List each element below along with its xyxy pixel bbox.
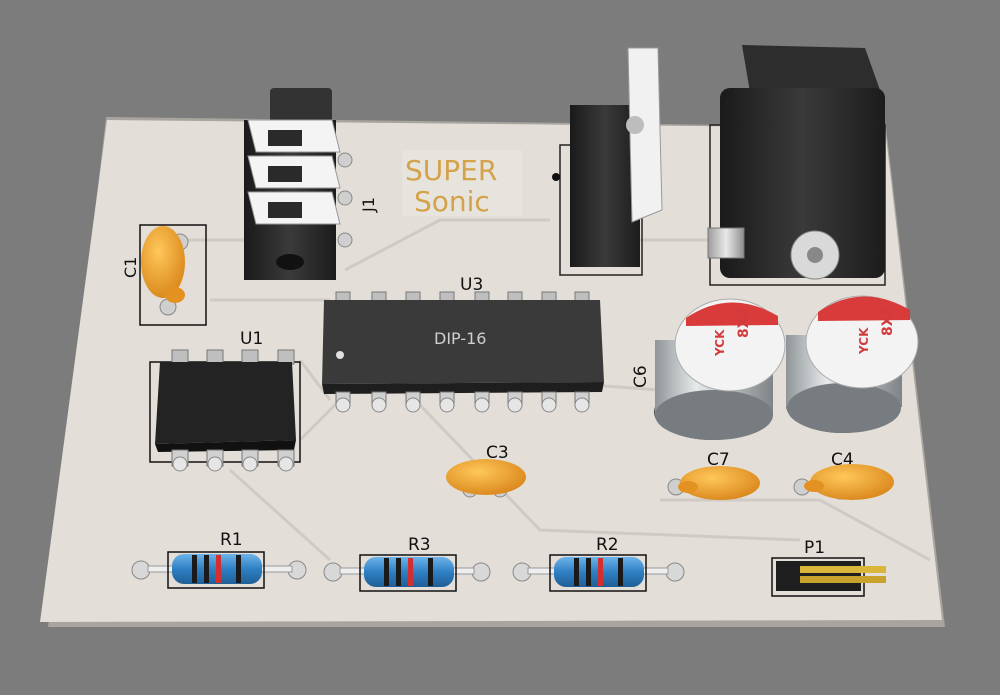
c4e-marking-line1: 8X8 [880,306,896,336]
j1-audio-jack: J1 [244,88,378,280]
silkscreen-super: SUPER [405,154,497,187]
r2-resistor: R2 [512,535,685,592]
j1-label: J1 [359,197,378,213]
r3-label: R3 [408,535,431,555]
u3-label: U3 [460,275,483,295]
c4-electrolytic-capacitor: 8X8 YCK [786,295,919,433]
c6-marking-line1: 8X8 [736,308,752,338]
r1-resistor: R1 [131,530,307,589]
r2-label: R2 [596,535,619,555]
c6-electrolytic-capacitor: C6 8X8 YCK [631,298,786,440]
c3-label: C3 [486,443,509,463]
silkscreen-sonic: Sonic [414,185,490,218]
c6-label: C6 [631,365,651,388]
u3-package-label: DIP-16 [434,329,486,348]
dc-barrel-jack [707,45,886,286]
r1-label: R1 [220,530,243,550]
c4-ceramic-capacitor: C4 [793,450,894,500]
voltage-regulator [552,47,663,276]
u1-dip8-chip: U1 [149,329,301,472]
copper-traces [180,218,931,562]
c3-ceramic-capacitor: C3 [446,443,526,498]
c6-marking-line2: YCK [713,329,727,357]
r3-resistor: R3 [323,535,491,592]
p1-pin-header: P1 [771,538,886,597]
c7-ceramic-capacitor: C7 [667,450,760,500]
c1-label: C1 [121,257,140,278]
c4e-marking-line2: YCK [857,327,871,355]
u3-dip16-chip: U3 DIP-16 [322,275,604,413]
p1-label: P1 [804,538,825,558]
board-silkscreen: SUPER Sonic [402,150,522,218]
c7-label: C7 [707,450,730,470]
c1-ceramic-capacitor: C1 [121,224,207,326]
u1-label: U1 [240,329,263,349]
